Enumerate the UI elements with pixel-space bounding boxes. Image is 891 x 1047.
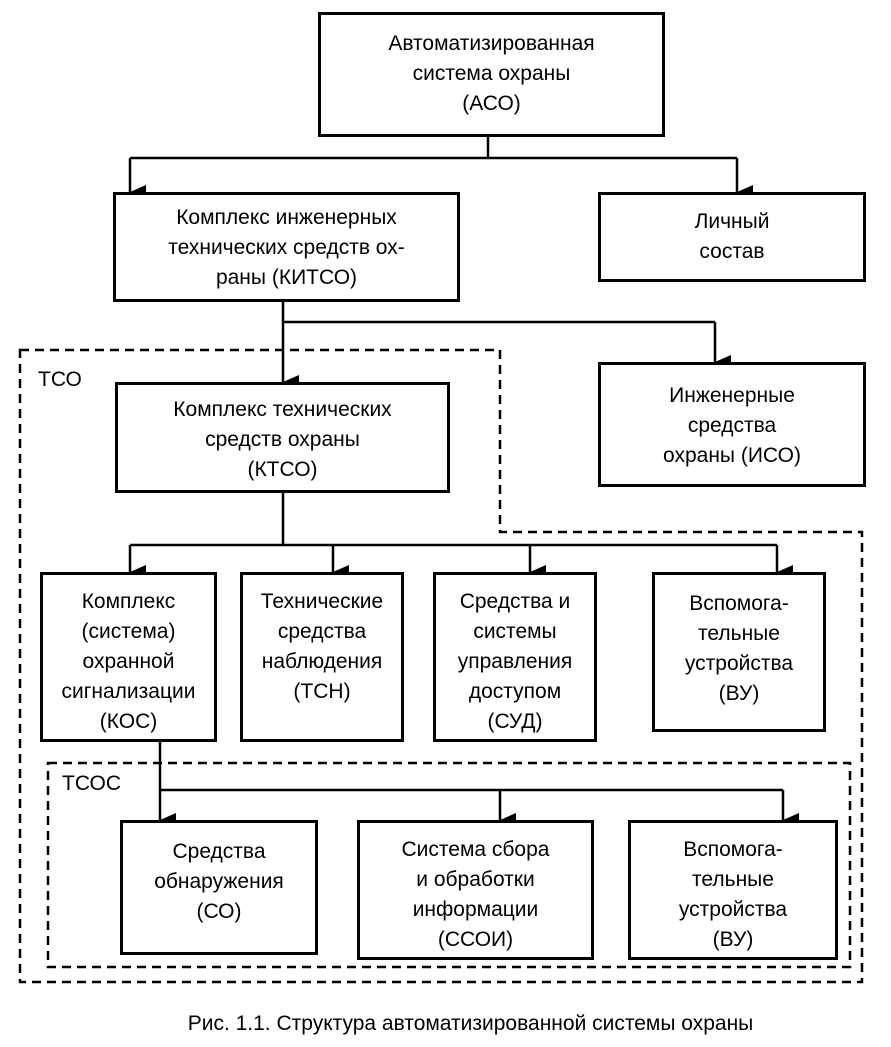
node-text-line: средства [687, 414, 777, 437]
node-text-line: и обработки [416, 868, 535, 891]
node-text-line: Автоматизированная [388, 32, 595, 55]
tsos-region-label: ТСОС [62, 772, 122, 795]
node-kitso: Комплекс инженерных технических средств о… [113, 192, 460, 302]
node-tsn: Технические средства наблюдения (ТСН) [240, 572, 404, 742]
node-text-line: средств охраны [205, 428, 360, 451]
node-text-line: (ССОИ) [437, 928, 514, 951]
node-text-line: (КТСО) [247, 458, 318, 481]
node-text-line: Комплекс инженерных [176, 206, 397, 229]
node-text-line: информации [412, 898, 539, 921]
node-text-line: Комплекс технических [173, 398, 392, 421]
node-text-line: охранной [82, 650, 175, 673]
node-text-line: средства [277, 620, 367, 643]
node-text-line: Технические [260, 590, 384, 613]
node-text-line: система охраны [412, 62, 571, 85]
node-kos: Комплекс (система) охранной сигнализации (КО… [40, 572, 217, 742]
node-iso: Инженерные средства охраны (ИСО) [598, 362, 866, 487]
node-text-line: системы [473, 620, 557, 643]
node-text-line: (ВУ) [712, 928, 754, 951]
node-text-line: Вспомога- [683, 838, 783, 861]
node-vu-kos: Вспомога-тельные устройства (ВУ) [628, 820, 838, 960]
node-text-line: технических средств ох- [168, 236, 405, 259]
node-text-line: Комплекс [81, 590, 176, 613]
node-text-line: устройства [678, 898, 788, 921]
node-text-line: (ТСН) [293, 680, 351, 703]
tso-region-label: ТСО [38, 368, 82, 391]
figure-caption: Рис. 1.1. Структура автоматизированной с… [187, 1012, 754, 1035]
node-text-line: сигнализации [61, 680, 196, 703]
node-ktso: Комплекс технических средств охраны (КТСО) [115, 382, 450, 493]
node-text-line: устройства [684, 652, 794, 675]
node-text-line: охраны (ИСО) [663, 444, 801, 467]
node-text-line: доступом [468, 680, 562, 703]
node-text-line: Вспомога- [689, 592, 789, 615]
node-text-line: Система сбора [401, 838, 550, 861]
node-text-line: наблюдения [261, 650, 383, 673]
node-text-line: (СО) [196, 900, 242, 923]
node-text-line: тельные [692, 868, 774, 891]
node-text-line: (ВУ) [718, 682, 760, 705]
node-text-line: Инженерные [669, 384, 795, 407]
node-so: Средства обнаружения (СО) [120, 820, 318, 955]
node-text-line: тельные [698, 622, 780, 645]
node-text-line: раны (КИТСО) [215, 266, 358, 289]
node-aso: Автоматизированная система охраны (АСО) [318, 12, 665, 137]
node-vu-ktso: Вспомога-тельные устройства (ВУ) [652, 572, 826, 732]
node-text-line: Личный [694, 210, 770, 233]
node-text-line: Средства [172, 840, 266, 863]
node-text-line: (система) [81, 620, 176, 643]
node-text-line: (СУД) [487, 710, 543, 733]
tsos-region-border [46, 761, 852, 969]
node-text-line: (АСО) [462, 92, 521, 115]
node-text-line: (КОС) [99, 710, 158, 733]
node-text-line: состав [699, 240, 765, 263]
node-text-line: обнаружения [154, 870, 284, 893]
node-text-line: Средства и [459, 590, 571, 613]
node-text-line: управления [457, 650, 573, 673]
node-personnel: Личный состав [598, 192, 866, 282]
node-sud: Средства и системы управления доступом (СУД) [433, 572, 597, 742]
node-ssoi: Система сбора и обработки информации (ССОИ) [357, 820, 594, 960]
tso-region-border [18, 348, 864, 984]
